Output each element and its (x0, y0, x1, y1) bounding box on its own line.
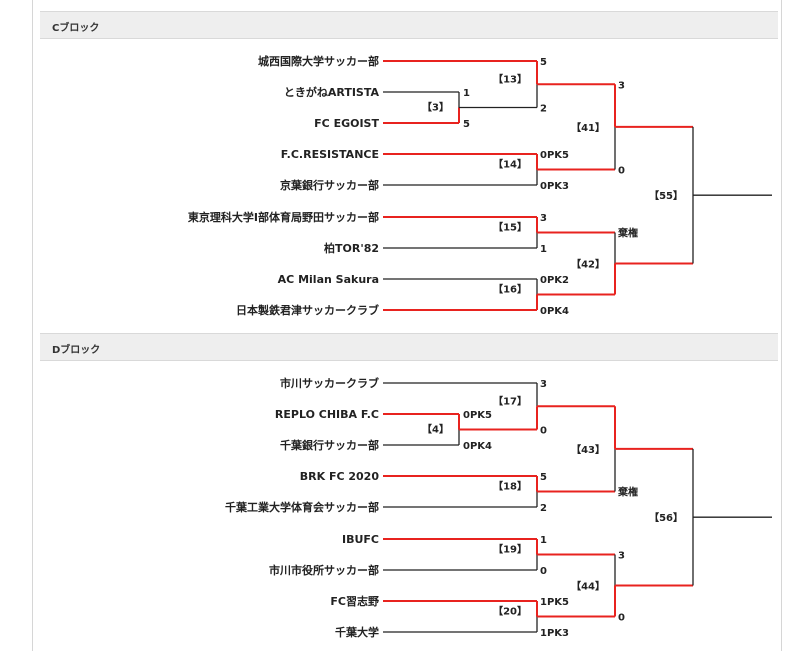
score: 1PK3 (540, 628, 569, 639)
score: 2 (540, 104, 547, 115)
match-label: 【4】 (422, 423, 449, 436)
team-name: FC習志野 (330, 594, 379, 608)
match-label: 【56】 (649, 511, 683, 524)
score: 棄権 (617, 486, 638, 499)
score: 3 (540, 379, 547, 390)
block-d-title: Dブロック (52, 345, 101, 356)
score: 0PK5 (540, 150, 569, 161)
match-label: 【3】 (422, 101, 449, 114)
match-label: 【16】 (493, 283, 527, 296)
match-label: 【18】 (493, 480, 527, 493)
score: 3 (618, 551, 625, 562)
match-label: 【14】 (493, 158, 527, 171)
score: 0 (540, 426, 547, 437)
team-name: BRK FC 2020 (300, 470, 380, 483)
team-name: 東京理科大学I部体育局野田サッカー部 (188, 210, 379, 224)
score: 2 (540, 503, 547, 514)
team-name: 日本製鉄君津サッカークラブ (236, 303, 379, 317)
team-name: REPLO CHIBA F.C (275, 408, 379, 421)
score: 3 (540, 213, 547, 224)
team-name: 千葉銀行サッカー部 (280, 438, 379, 452)
team-name: 城西国際大学サッカー部 (258, 54, 379, 68)
block-d-header: Dブロック (40, 333, 778, 361)
score: 0 (618, 613, 625, 624)
match-label: 【43】 (571, 443, 605, 456)
score: 3 (618, 80, 625, 91)
match-label: 【15】 (493, 221, 527, 234)
block-c-header: Cブロック (40, 11, 778, 39)
score: 5 (540, 57, 547, 68)
score: 0PK2 (540, 275, 569, 286)
score: 棄権 (617, 227, 638, 240)
score: 5 (540, 472, 547, 483)
score: 0PK5 (463, 410, 492, 421)
team-name: ときがねARTISTA (284, 85, 380, 99)
score: 1PK5 (540, 597, 569, 608)
team-name: IBUFC (342, 533, 379, 546)
score: 5 (463, 119, 470, 130)
score: 1 (540, 535, 547, 546)
score: 1 (540, 244, 547, 255)
match-label: 【17】 (493, 394, 527, 407)
score: 0PK3 (540, 181, 569, 192)
team-name: 千葉大学 (335, 625, 379, 639)
match-label: 【42】 (571, 258, 605, 271)
match-label: 【19】 (493, 543, 527, 556)
team-name: 千葉工業大学体育会サッカー部 (225, 500, 379, 514)
page-frame (32, 0, 782, 651)
team-name: 京葉銀行サッカー部 (280, 178, 379, 192)
match-label: 【55】 (649, 189, 683, 202)
score: 0PK4 (463, 441, 492, 452)
score: 0 (540, 566, 547, 577)
block-c-title: Cブロック (52, 23, 100, 34)
team-name: FC EGOIST (314, 117, 379, 130)
team-name: AC Milan Sakura (278, 273, 379, 286)
match-label: 【41】 (571, 121, 605, 134)
match-label: 【44】 (571, 580, 605, 593)
team-name: 柏TOR'82 (324, 241, 379, 255)
team-name: 市川市役所サッカー部 (269, 563, 379, 577)
score: 1 (463, 88, 470, 99)
team-name: F.C.RESISTANCE (281, 148, 379, 161)
match-label: 【20】 (493, 605, 527, 618)
match-label: 【13】 (493, 72, 527, 85)
score: 0 (618, 166, 625, 177)
team-name: 市川サッカークラブ (280, 376, 379, 390)
score: 0PK4 (540, 306, 569, 317)
